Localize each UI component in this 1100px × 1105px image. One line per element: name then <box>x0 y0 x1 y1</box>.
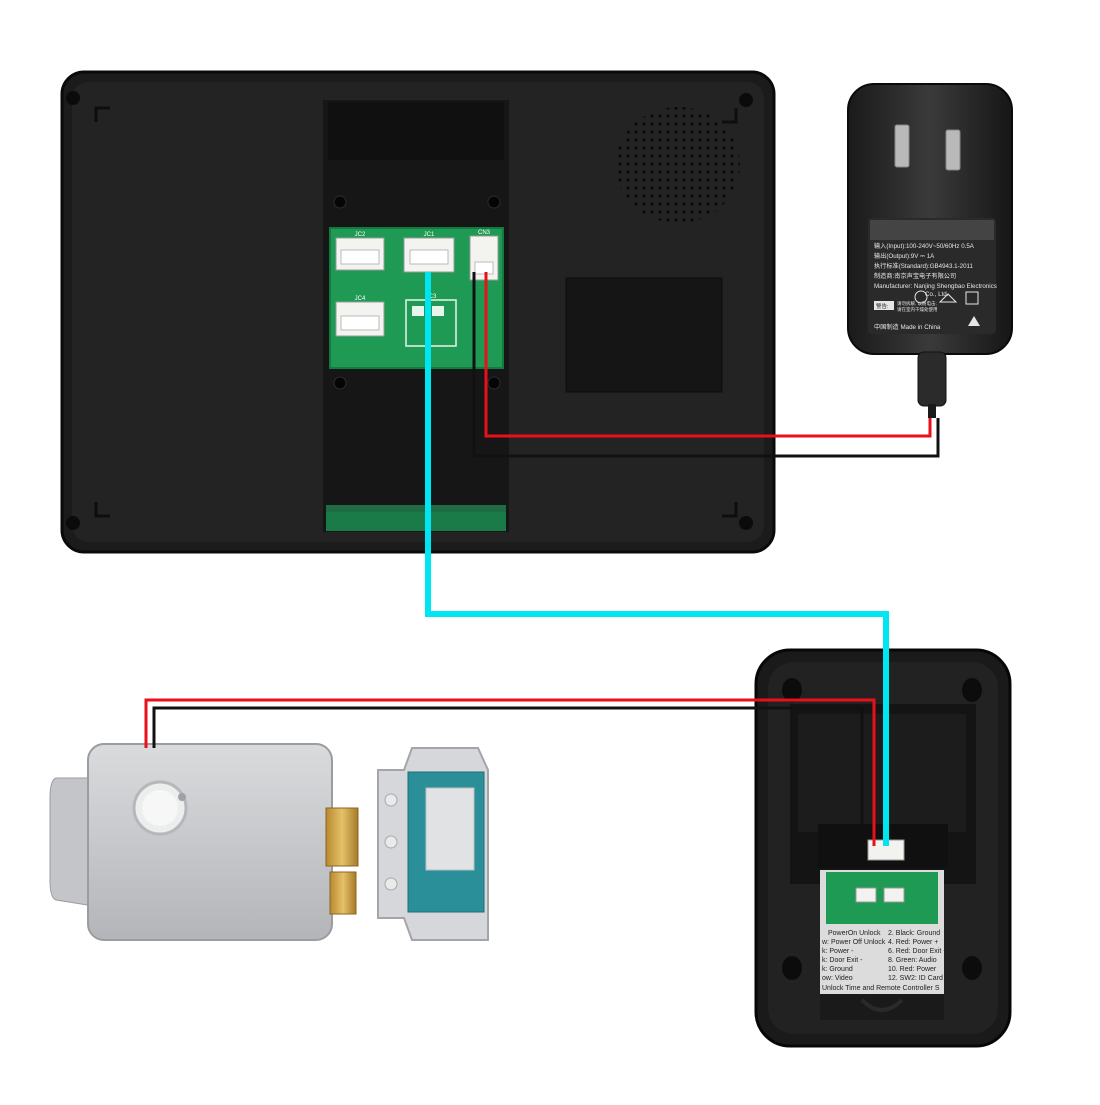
adapter-made-in: 中国制造 Made in China <box>874 323 941 331</box>
pin-legend-right-4: 10. Red: Power <box>888 966 937 973</box>
indoor-monitor: JC2 JC1 CN3 JC4 JC3 <box>60 70 776 554</box>
adapter-strain-relief <box>917 351 947 407</box>
board-label-jc2: JC2 <box>355 232 366 238</box>
lock-ground-wire <box>152 706 864 846</box>
electric-lock <box>49 743 359 941</box>
adapter-spec-lines: 输入(Input):100-240V~50/60Hz 0.5A 输出(Outpu… <box>874 242 997 298</box>
lock-bolt <box>325 807 359 867</box>
pin-legend-right-3: 8. Green: Audio <box>888 957 937 964</box>
lock-positive-wire <box>144 698 876 846</box>
wiring <box>144 272 940 846</box>
pin-legend-right-1: 4. Red: Power + <box>888 939 938 946</box>
board-label-jc1: JC1 <box>424 232 435 238</box>
pin-legend-footer: Unlock Time and Remote Controller S <box>822 985 940 992</box>
energy-mark-icon <box>968 316 980 326</box>
board-label-cn3: CN3 <box>478 230 491 236</box>
adapter-label-panel <box>868 218 996 334</box>
adapter-spec-standard: 执行标准(Standard):GB4943.1-2011 <box>874 262 973 270</box>
adapter-warning-line1: 请勿拆解, 以防电击; <box>897 300 937 307</box>
signal-cable <box>425 272 889 846</box>
pin-legend-right-5: 12. SW2: ID Card Re <box>888 975 954 982</box>
indoor-use-icon <box>938 293 958 303</box>
pin-legend-left-0: PowerOn Unlock <box>828 930 881 937</box>
pin-legend-right-2: 6. Red: Door Exit + <box>888 948 947 955</box>
pin-legend: PowerOn Unlock w: Power Off Unlock k: Po… <box>821 930 954 992</box>
adapter-spec-input: 输入(Input):100-240V~50/60Hz 0.5A <box>874 242 975 250</box>
pin-legend-left-1: w: Power Off Unlock <box>821 939 886 946</box>
adapter-spec-maker-en: Manufacturer: Nanjing Shengbao Electroni… <box>874 283 997 290</box>
plug-prong-right <box>945 129 961 171</box>
adapter-spec-maker-cn: 制造商:南京声宝电子有限公司 <box>874 272 956 280</box>
door-station: PowerOn Unlock w: Power Off Unlock k: Po… <box>754 648 1012 1048</box>
lock-body <box>87 743 333 941</box>
pin-legend-left-4: k: Ground <box>822 966 853 973</box>
label-recess <box>565 277 723 393</box>
strike-plate <box>377 747 489 941</box>
board-label-jc3: JC3 <box>426 294 437 300</box>
adapter-warning-line2: 请在室内干燥处使用 <box>897 306 938 313</box>
adapter-spec-output: 输出(Output):9V ⎓ 1A <box>874 252 935 260</box>
lock-latch <box>329 871 357 915</box>
pin-legend-left-3: k: Door Exit - <box>822 957 863 964</box>
double-insulation-icon <box>965 291 979 305</box>
power-adapter: 输入(Input):100-240V~50/60Hz 0.5A 输出(Outpu… <box>847 83 1013 418</box>
power-ground-wire <box>472 272 940 458</box>
power-positive-wire <box>484 272 932 438</box>
certification-mark-icon <box>914 290 928 304</box>
pin-legend-left-2: k: Power - <box>822 948 854 955</box>
plug-prong-left <box>894 124 910 168</box>
lock-flange <box>49 777 95 907</box>
adapter-spec-company: Co., Ltd. <box>925 291 949 298</box>
pin-legend-left-5: ow: Video <box>822 975 853 982</box>
adapter-warning-label: 警告: <box>876 302 889 310</box>
speaker-grille <box>616 107 740 223</box>
board-label-jc4: JC4 <box>355 296 366 302</box>
pin-legend-right-0: 2. Black: Ground <box>888 930 940 937</box>
